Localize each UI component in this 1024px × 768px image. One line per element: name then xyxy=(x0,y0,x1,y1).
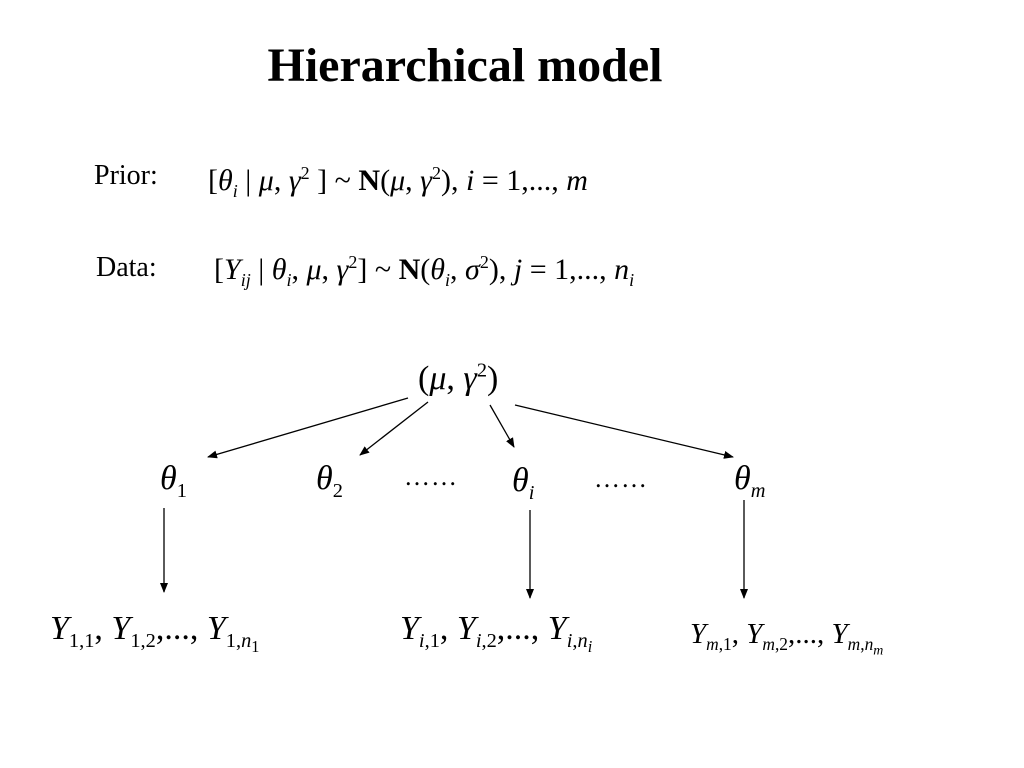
theta-node-1-index: 1 xyxy=(176,479,187,502)
data-index-var: j xyxy=(513,253,523,286)
theta-node-m-symbol: θ xyxy=(734,460,751,497)
theta-node-2-symbol: θ xyxy=(316,460,333,497)
prior-theta-index: i xyxy=(232,181,238,201)
data-distribution: N xyxy=(398,253,421,286)
ellipsis-right: …… xyxy=(594,464,648,493)
prior-index-start: 1 xyxy=(506,164,522,197)
ellipsis-left: …… xyxy=(404,462,458,491)
prior-index-end: m xyxy=(566,164,588,197)
arrow-hyper-to-theta-2 xyxy=(359,401,429,456)
data-obs-var: Y xyxy=(224,253,241,286)
data-index-end-sub: i xyxy=(629,270,635,290)
prior-label: Prior: xyxy=(94,160,158,191)
slide-title: Hierarchical model xyxy=(267,39,663,92)
theta-node-2: θ2 xyxy=(316,460,343,501)
arrow-hyper-to-theta-m xyxy=(514,404,734,459)
data-index-start: 1 xyxy=(554,253,570,286)
theta-node-m: θm xyxy=(734,460,765,501)
data-index-end: n xyxy=(614,253,630,286)
data-theta-index: i xyxy=(286,270,292,290)
observations-group-m: Ym,1, Ym,2,..., Ym,nm xyxy=(690,618,884,659)
data-label: Data: xyxy=(96,252,157,283)
theta-node-1: θ1 xyxy=(160,460,187,501)
hyper-node: (μ, γ2) xyxy=(418,359,499,397)
prior-distribution: N xyxy=(358,164,381,197)
observations-group-i: Yi,1, Yi,2,..., Yi,ni xyxy=(400,610,593,656)
theta-node-i: θi xyxy=(512,462,534,503)
prior-index-var: i xyxy=(465,164,475,197)
data-obs-index: ij xyxy=(240,270,251,290)
arrow-hyper-to-theta-1 xyxy=(207,397,409,459)
theta-node-2-index: 2 xyxy=(332,479,343,502)
theta-node-i-index: i xyxy=(528,481,535,504)
arrow-hyper-to-theta-i xyxy=(489,404,515,448)
theta-node-i-symbol: θ xyxy=(512,462,529,499)
observations-group-1: Y1,1, Y1,2,..., Y1,n1 xyxy=(50,610,260,656)
theta-node-1-symbol: θ xyxy=(160,460,177,497)
theta-node-m-index: m xyxy=(750,479,766,502)
data-formula: [Yij | θi, μ, γ2] ~ N(θi, σ2), j = 1,...… xyxy=(214,252,635,290)
prior-formula: [θi | μ, γ2 ] ~ N(μ, γ2), i = 1,..., m xyxy=(208,163,588,201)
